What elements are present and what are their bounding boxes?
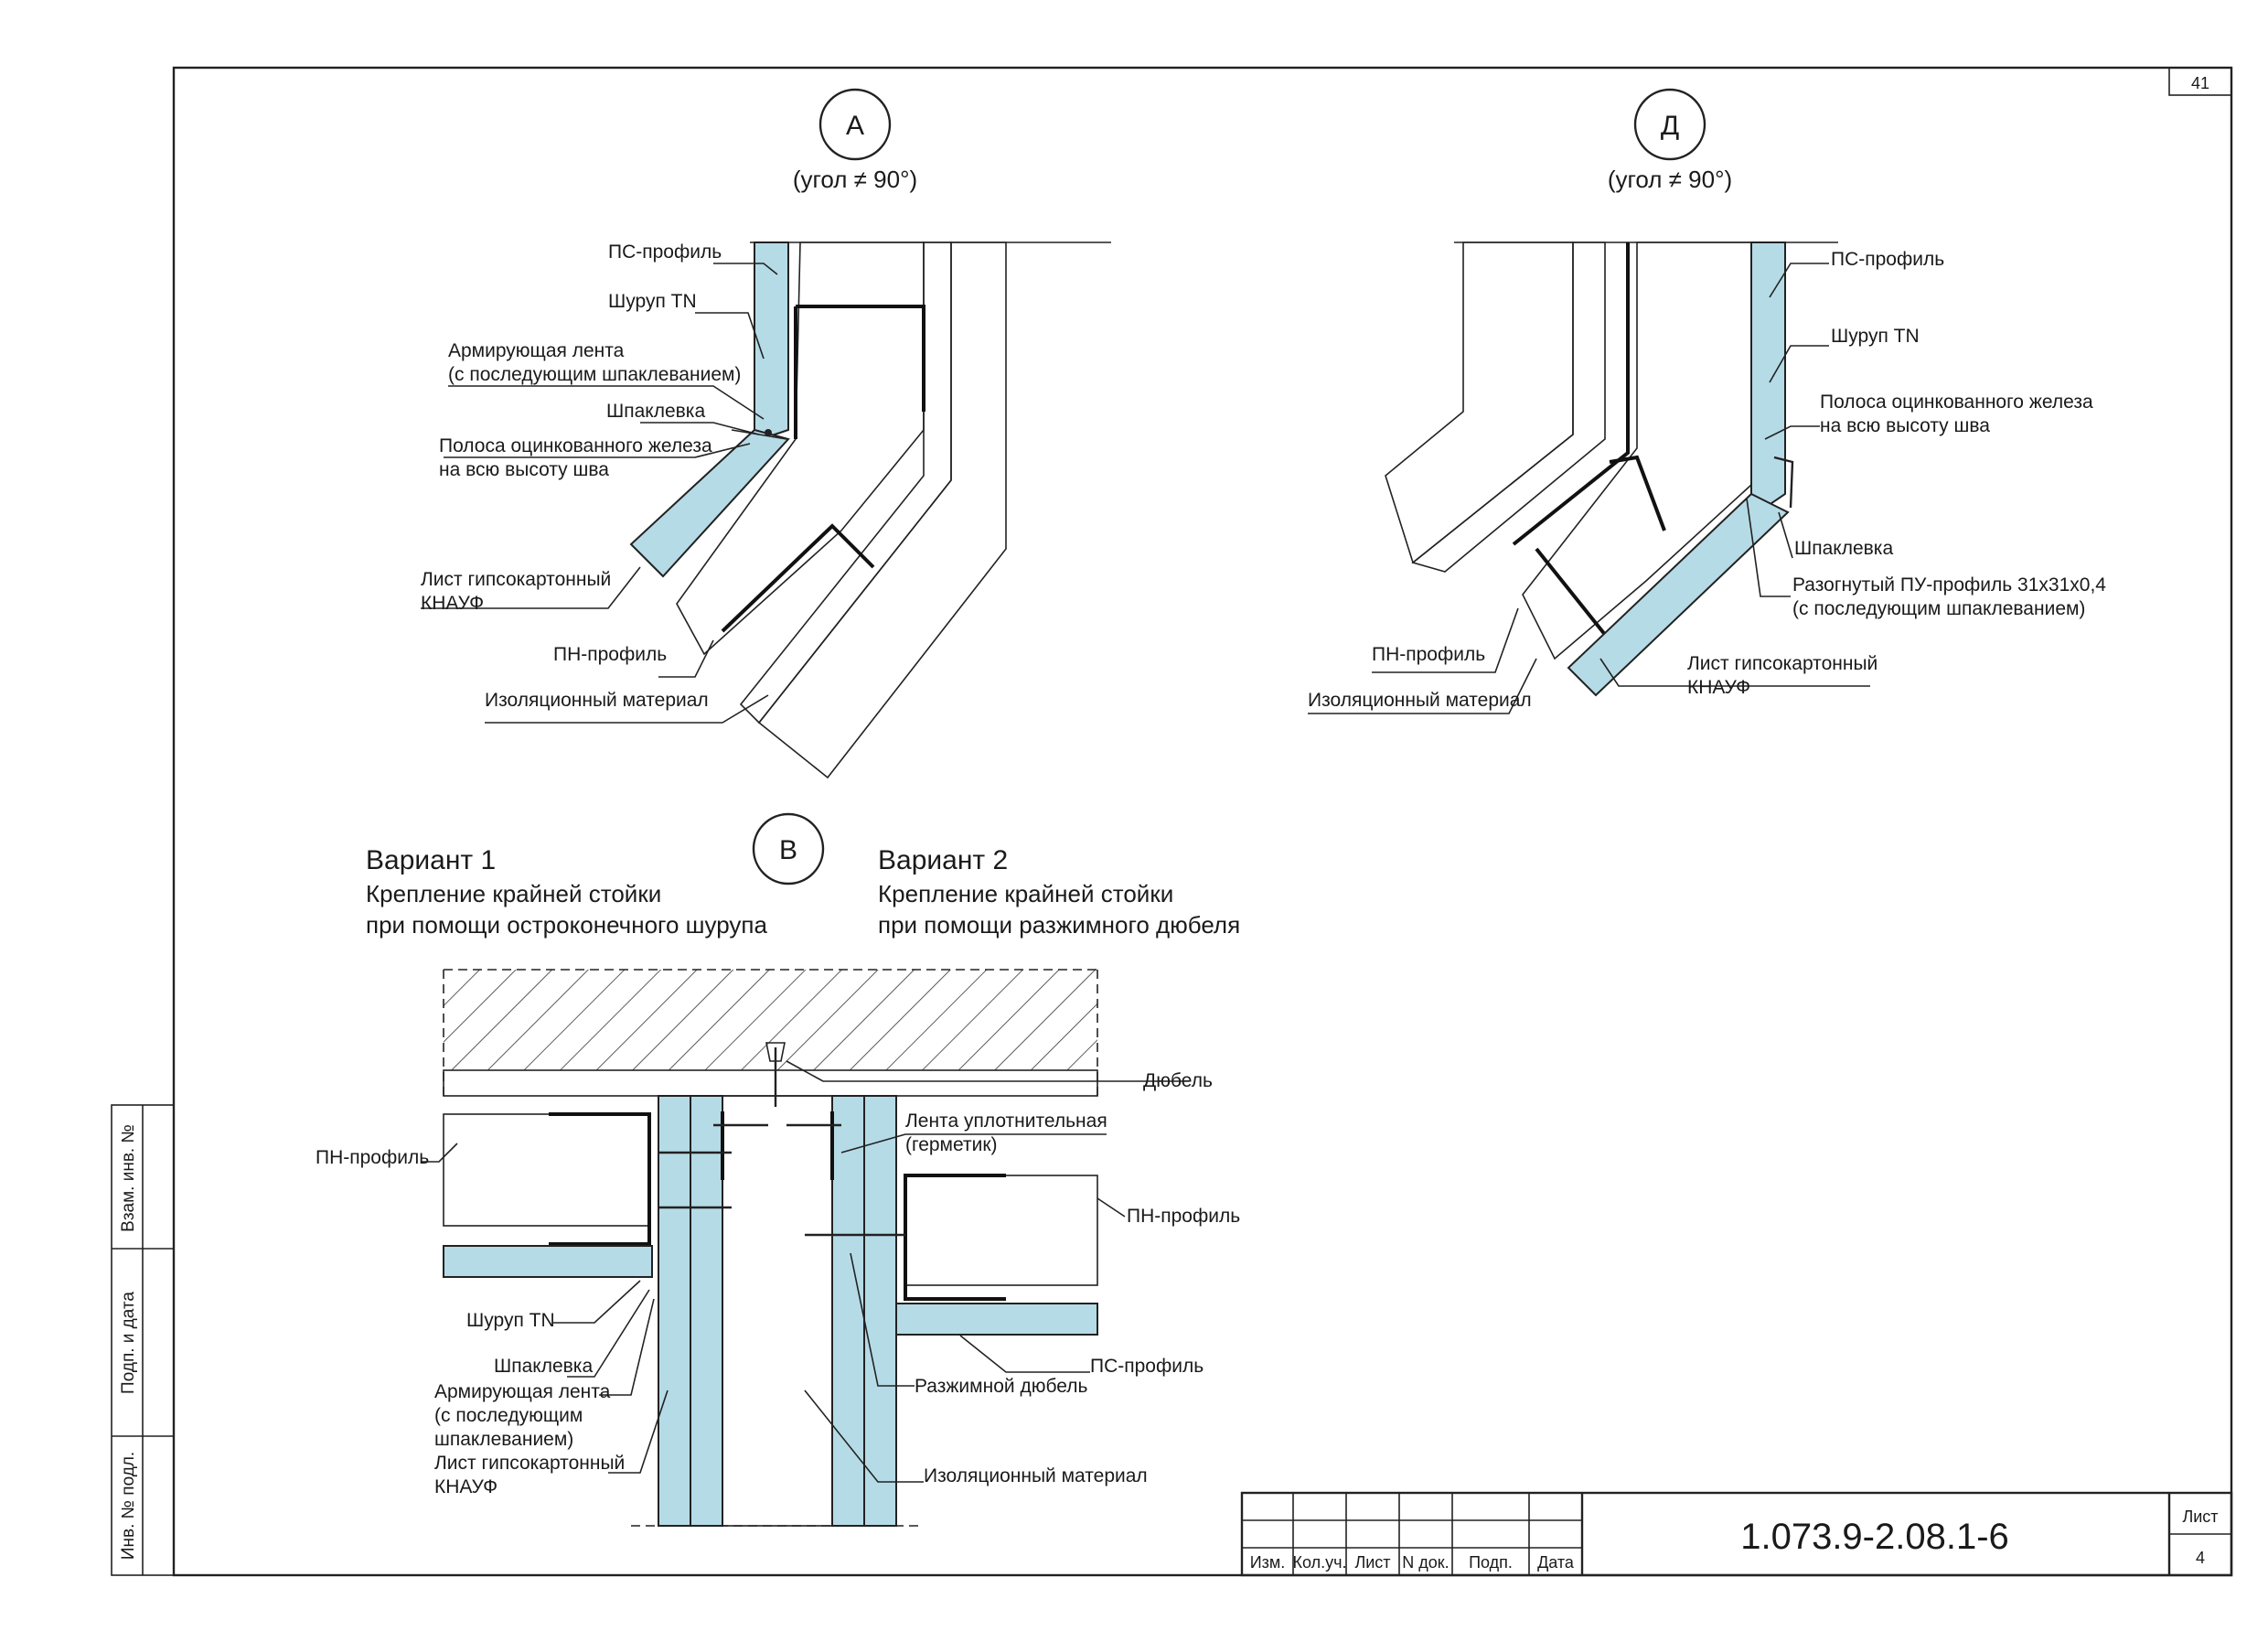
detail-b: В Вариант 1 Крепление крайней стойки при…: [316, 812, 1240, 1527]
detail-b-label-tape: Армирующая лента: [434, 1381, 611, 1402]
detail-d-marker: Д: [1661, 111, 1679, 141]
variant1-board: [443, 1245, 653, 1278]
detail-b-label-putty: Шпаклевка: [494, 1356, 593, 1377]
sheet-label: Лист: [2182, 1508, 2218, 1526]
detail-b-label-insulation: Изоляционный материал: [924, 1465, 1148, 1486]
detail-a: А (угол ≠ 90°) ПС-профиль Шуруп TN Армир…: [421, 88, 1111, 779]
sheet-number: 4: [2196, 1549, 2205, 1567]
detail-a-board-vertical: [754, 241, 789, 439]
detail-b-label-pn-left: ПН-профиль: [316, 1147, 429, 1168]
center-board-2: [690, 1095, 723, 1527]
detail-b-label-seal-tape: Лента уплотнительная: [905, 1111, 1107, 1132]
variant2-line1: Крепление крайней стойки: [878, 880, 1173, 907]
detail-d-label-board: Лист гипсокартонный: [1687, 653, 1878, 674]
detail-d: Д (угол ≠ 90°) ПС-профиль Шуруп TN Полос…: [1308, 88, 2106, 714]
detail-d-label-pu-note: (с последующим шпаклеванием): [1792, 598, 2085, 619]
detail-d-subtitle: (угол ≠ 90°): [1608, 166, 1732, 193]
detail-d-label-ps-profile: ПС-профиль: [1831, 249, 1944, 270]
detail-b-label-screw: Шуруп TN: [466, 1310, 555, 1331]
detail-b-marker: В: [779, 835, 797, 865]
detail-a-label-ps-profile: ПС-профиль: [608, 241, 722, 263]
detail-b-label-dowel: Дюбель: [1143, 1070, 1213, 1091]
center-board-3: [831, 1095, 865, 1527]
detail-b-marker-circle: [752, 812, 825, 885]
detail-d-concrete: [1385, 241, 1574, 564]
detail-d-label-strip-note: на всю высоту шва: [1820, 415, 1990, 436]
detail-a-board-angled: [629, 428, 790, 578]
tb-header-sign: Подп.: [1469, 1553, 1513, 1572]
side-stamp-orig-inv: Инв. № подл.: [119, 1452, 138, 1560]
detail-d-label-screw: Шуруп TN: [1831, 326, 1920, 347]
detail-a-label-strip: Полоса оцинкованного железа: [439, 435, 712, 456]
detail-b-label-sealant: (герметик): [905, 1134, 998, 1155]
detail-d-label-pu-profile: Разогнутый ПУ-профиль 31х31х0,4: [1792, 574, 2106, 596]
detail-a-label-insulation: Изоляционный материал: [485, 690, 709, 711]
detail-b-label-pn-right: ПН-профиль: [1127, 1206, 1240, 1227]
detail-b-label-ps-profile: ПС-профиль: [1090, 1356, 1204, 1377]
page-number: 41: [2191, 74, 2209, 92]
detail-a-label-board-brand: КНАУФ: [421, 593, 484, 614]
drawing-designation: 1.073.9-2.08.1-6: [1740, 1517, 2009, 1557]
variant1-title: Вариант 1: [366, 845, 496, 875]
detail-a-marker: А: [846, 111, 864, 141]
detail-d-marker-circle: [1633, 88, 1706, 161]
detail-a-label-screw: Шуруп TN: [608, 291, 697, 312]
detail-a-subtitle: (угол ≠ 90°): [793, 166, 917, 193]
variant1-insulation: [443, 1113, 650, 1227]
detail-a-label-strip-note: на всю высоту шва: [439, 459, 609, 480]
detail-b-label-board: Лист гипсокартонный: [434, 1453, 625, 1474]
side-stamp: Взам. инв. № Подп. и дата Инв. № подл.: [111, 1104, 175, 1576]
detail-d-label-strip: Полоса оцинкованного железа: [1820, 392, 2093, 413]
detail-b-label-tape-note1: (с последующим: [434, 1405, 583, 1426]
variant1-line2: при помощи остроконечного шурупа: [366, 911, 767, 939]
tb-header-date: Дата: [1537, 1553, 1575, 1572]
detail-d-insulation: [1522, 241, 1752, 660]
sheet-frame: 41: [172, 66, 2233, 1577]
center-board-1: [658, 1095, 691, 1527]
variant2-insulation: [904, 1175, 1098, 1286]
center-insulation: [722, 1095, 833, 1527]
detail-a-label-board: Лист гипсокартонный: [421, 569, 611, 590]
tb-header-sheet: Лист: [1354, 1553, 1390, 1572]
detail-d-label-board-brand: КНАУФ: [1687, 677, 1750, 698]
detail-a-label-pn-profile: ПН-профиль: [553, 644, 667, 665]
center-board-4: [863, 1095, 897, 1527]
tb-header-count: Кол.уч.: [1293, 1553, 1347, 1572]
detail-b-label-expansion-dowel: Разжимной дюбель: [915, 1376, 1087, 1397]
variant1-line1: Крепление крайней стойки: [366, 880, 661, 907]
tb-header-doc: N док.: [1402, 1553, 1449, 1572]
detail-a-marker-circle: [818, 88, 892, 161]
detail-d-board-angled: [1567, 492, 1790, 697]
detail-a-label-putty: Шпаклевка: [606, 401, 705, 422]
detail-b-label-tape-note2: шпаклеванием): [434, 1429, 573, 1450]
detail-d-label-pn-profile: ПН-профиль: [1372, 644, 1485, 665]
detail-d-label-insulation: Изоляционный материал: [1308, 690, 1532, 711]
side-stamp-replace-inv: Взам. инв. №: [119, 1124, 138, 1232]
variant2-title: Вариант 2: [878, 845, 1008, 875]
detail-b-concrete: [444, 970, 1097, 1070]
detail-a-label-tape-note: (с последующим шпаклеванием): [448, 364, 741, 385]
detail-b-label-board-brand: КНАУФ: [434, 1476, 497, 1497]
detail-a-label-tape: Армирующая лента: [448, 340, 625, 361]
detail-d-label-putty: Шпаклевка: [1794, 538, 1893, 559]
side-stamp-sign-date: Подп. и дата: [119, 1292, 138, 1394]
variant2-board: [895, 1303, 1098, 1336]
detail-d-board-vertical: [1750, 241, 1786, 510]
title-block: Изм. Кол.уч. Лист N док. Подп. Дата 1.07…: [1240, 1491, 2233, 1577]
detail-a-insulation: [676, 241, 925, 656]
tb-header-change: Изм.: [1250, 1553, 1286, 1572]
variant2-line2: при помощи разжимного дюбеля: [878, 911, 1240, 939]
